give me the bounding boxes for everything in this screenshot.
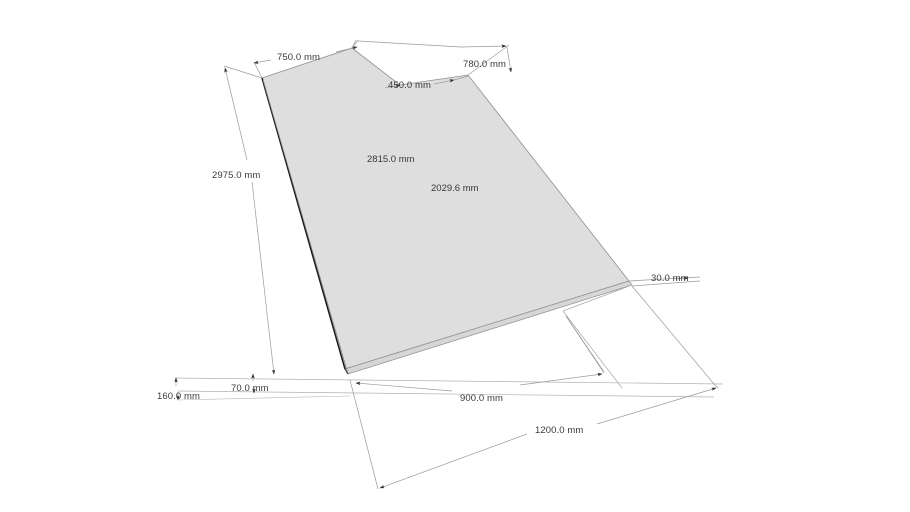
panel-bottom-left-corner xyxy=(344,368,349,375)
panel-solid[interactable] xyxy=(261,47,633,375)
dimension-900[interactable] xyxy=(352,315,605,392)
panel-left-edge-thickness xyxy=(262,79,349,375)
dimension-160[interactable] xyxy=(174,377,180,401)
dimension-label-30: 30.0 mm xyxy=(651,273,689,284)
dimension-1200[interactable] xyxy=(349,379,719,490)
panel-top-face[interactable] xyxy=(261,47,630,370)
dimension-780[interactable] xyxy=(351,39,512,76)
face-label-2029: 2029.6 mm xyxy=(431,183,479,194)
dimension-30[interactable] xyxy=(628,276,715,385)
dimension-70[interactable] xyxy=(251,373,256,394)
dimension-450[interactable] xyxy=(384,75,469,89)
dimension-2975[interactable] xyxy=(223,65,276,377)
face-label-2815: 2815.0 mm xyxy=(367,154,415,165)
dimension-label-160: 160.0 mm xyxy=(157,391,201,402)
dimension-label-450: 450.0 mm xyxy=(388,80,432,91)
dimension-label-2975: 2975.0 mm xyxy=(212,170,261,181)
ground-projection-lines xyxy=(174,377,724,398)
dimension-label-780: 780.0 mm xyxy=(463,59,507,70)
dimension-label-70: 70.0 mm xyxy=(231,383,269,394)
dimension-label-1200: 1200.0 mm xyxy=(535,425,584,436)
dimension-label-750: 750.0 mm xyxy=(277,52,321,63)
panel-left-edge xyxy=(261,77,346,370)
construction-lines xyxy=(177,395,351,401)
dimension-label-900: 900.0 mm xyxy=(460,393,504,404)
